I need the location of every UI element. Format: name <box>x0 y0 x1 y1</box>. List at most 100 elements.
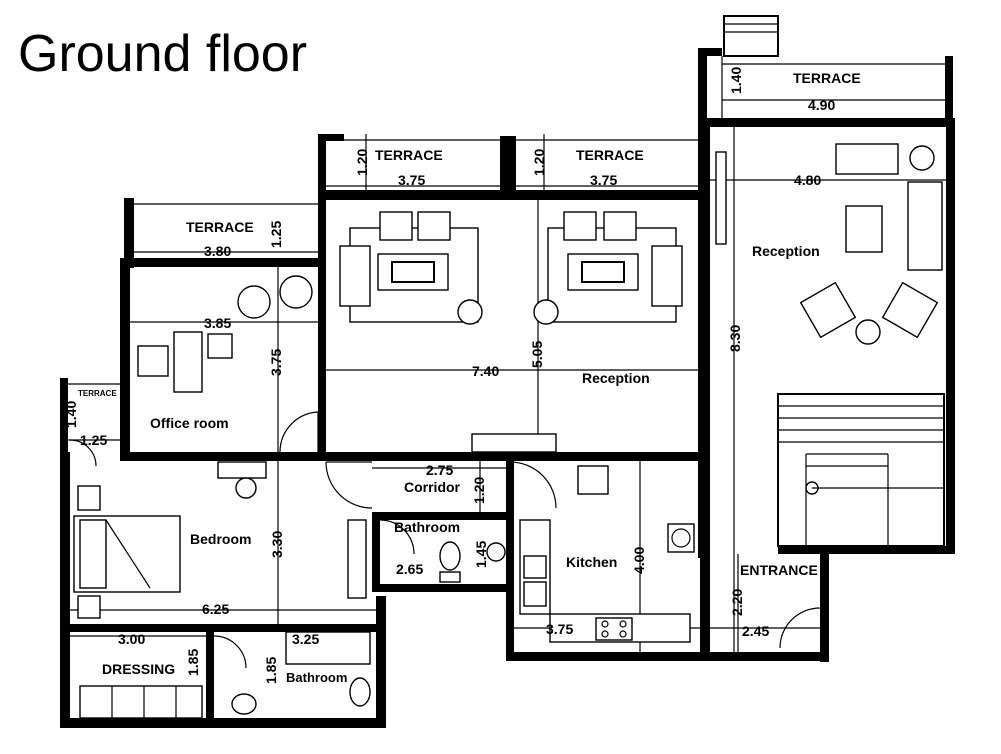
staircase <box>777 393 945 547</box>
burner <box>601 620 609 628</box>
wall <box>206 624 214 724</box>
room-label-entrance: ENTRANCE <box>740 562 818 578</box>
entrance-door-swing <box>779 607 821 649</box>
dimension-label: 1.20 <box>531 149 547 176</box>
wall <box>376 596 386 728</box>
desk <box>173 331 203 393</box>
room-label-terrace: TERRACE <box>576 147 644 163</box>
nightstand <box>77 595 101 619</box>
sofa <box>339 245 371 307</box>
dimension-label: 2.45 <box>742 623 769 639</box>
doors <box>69 411 821 669</box>
armchair <box>563 211 597 241</box>
wall <box>124 198 134 268</box>
coffee-table-top <box>391 261 435 283</box>
dimension-label: 3.30 <box>269 531 285 558</box>
room-label-terrace: TERRACE <box>793 70 861 86</box>
room-label-corridor: Corridor <box>404 479 461 495</box>
dimension-label: 5.05 <box>529 341 545 368</box>
stair-top <box>723 15 779 57</box>
side-table <box>909 145 935 171</box>
kitchen-sink <box>523 555 547 579</box>
bed-cover <box>105 519 151 589</box>
wall <box>372 512 512 520</box>
chair <box>207 333 233 359</box>
dimension-label: 1.20 <box>354 149 370 176</box>
wall <box>60 378 68 460</box>
armchair <box>417 211 451 241</box>
room-label-reception: Reception <box>752 243 820 259</box>
wall <box>60 718 386 728</box>
sink <box>231 693 257 715</box>
dimension-labels: 1.40 4.90 1.20 3.75 1.20 3.75 4.80 1.25 … <box>63 67 835 684</box>
wall <box>698 48 707 125</box>
sofa <box>907 181 943 271</box>
lounge-chair <box>237 285 271 319</box>
kitchen-door-swing <box>509 461 557 509</box>
room-label-kitchen: Kitchen <box>566 554 617 570</box>
sink <box>486 542 506 562</box>
terrace-door-swing <box>69 439 97 467</box>
wall <box>698 48 722 56</box>
room-label-office: Office room <box>150 415 229 431</box>
toilet-tank <box>439 571 461 583</box>
lounge-chair <box>279 275 313 309</box>
dimension-label: 2.20 <box>729 589 745 616</box>
room-label-reception: Reception <box>582 370 650 386</box>
wall <box>500 136 508 196</box>
walls <box>60 48 955 728</box>
dimension-label: 1.25 <box>268 221 284 248</box>
armchair <box>881 281 939 339</box>
wardrobe <box>347 519 367 599</box>
dimension-label: 8.30 <box>727 325 743 352</box>
dimension-label: 1.25 <box>80 432 107 448</box>
dimension-label: 3.75 <box>546 621 573 637</box>
wall <box>698 118 710 558</box>
page-title: Ground floor <box>18 25 308 83</box>
pillows <box>79 519 107 589</box>
burner <box>619 630 627 638</box>
fridge <box>577 465 609 495</box>
bathroom-door-swing <box>379 519 415 555</box>
coffee-table <box>377 253 449 291</box>
nightstand <box>77 485 101 511</box>
wall <box>318 190 326 460</box>
wall <box>945 56 953 126</box>
room-labels: TERRACE TERRACE TERRACE TERRACE TERRACE … <box>78 70 861 685</box>
dimension-label: 7.40 <box>472 363 499 379</box>
dimension-label: 3.75 <box>590 172 617 188</box>
burner <box>601 630 609 638</box>
wall <box>820 546 829 662</box>
console-table <box>471 433 557 453</box>
armchair <box>799 281 857 339</box>
coffee-table <box>567 253 639 291</box>
wall <box>120 258 130 458</box>
dimension-label: 1.40 <box>728 67 744 94</box>
sofa <box>835 143 899 175</box>
wall <box>778 546 955 554</box>
dimension-label: 1.45 <box>473 541 489 568</box>
wall <box>318 190 708 200</box>
dimension-label: 2.75 <box>426 462 453 478</box>
dimension-label: 2.65 <box>396 561 423 577</box>
dimension-label: 3.25 <box>292 631 319 647</box>
wall <box>508 136 516 196</box>
furniture <box>73 143 943 719</box>
coffee-table <box>845 205 883 253</box>
side-table <box>457 299 483 325</box>
sofa <box>651 245 683 307</box>
corridor-door-swing <box>325 461 373 509</box>
vanity <box>217 461 267 479</box>
wall <box>700 546 710 658</box>
stool <box>235 477 257 499</box>
wall <box>120 258 326 267</box>
armchair <box>379 211 413 241</box>
office-door-swing <box>279 411 319 453</box>
dimension-label: 4.00 <box>631 547 647 574</box>
closet <box>79 685 203 719</box>
dimension-label: 1.20 <box>471 477 487 504</box>
wall <box>372 512 380 592</box>
room-label-bathroom: Bathroom <box>286 670 347 685</box>
dimension-label: 1.40 <box>63 401 79 428</box>
thin-lines <box>68 15 946 652</box>
